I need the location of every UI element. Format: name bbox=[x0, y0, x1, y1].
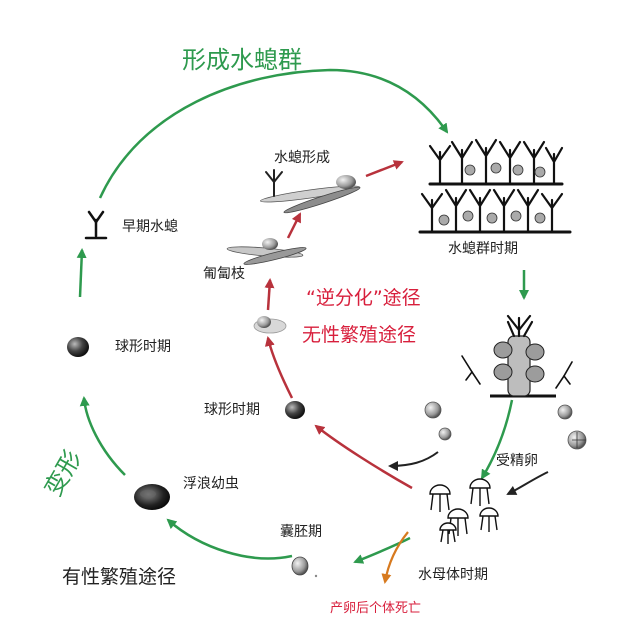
arrow-egg-left bbox=[388, 451, 439, 471]
sperm-left-figure bbox=[461, 355, 481, 385]
death-label: 产卵后个体死亡 bbox=[330, 601, 421, 616]
arrow-sphere-early bbox=[76, 248, 87, 298]
sphere-mid-figure bbox=[285, 401, 305, 419]
blastula-label: 囊胚期 bbox=[280, 523, 322, 540]
early-polyp-label: 早期水螅 bbox=[122, 219, 178, 235]
arrow-medusa-blastula bbox=[353, 536, 411, 564]
metamorph-label: 变形 bbox=[39, 445, 87, 501]
stolon-figure bbox=[226, 238, 307, 265]
arrow-stolon-polyp bbox=[286, 212, 302, 239]
medusa-period-label: 水母体时期 bbox=[418, 567, 488, 583]
arrow-fertilized bbox=[506, 471, 549, 495]
arrow-planula-sphere bbox=[79, 396, 126, 476]
sphere-left-figure bbox=[67, 337, 89, 357]
form-colony-label: 形成水螅群 bbox=[182, 46, 302, 74]
arrow-ball-stolon bbox=[264, 278, 275, 311]
arrow-form-colony bbox=[98, 68, 449, 199]
arrow-medusa-sphere bbox=[314, 424, 413, 490]
early-polyp-figure bbox=[84, 210, 108, 240]
colony-period-label: 水螅群时期 bbox=[448, 241, 518, 257]
blastula-figure bbox=[291, 556, 309, 576]
asexual-path-label: 无性繁殖途径 bbox=[302, 324, 416, 346]
sperm-right-figure bbox=[555, 361, 573, 389]
polyp-form-label: 水螅形成 bbox=[274, 150, 330, 166]
sphere-mid-label: 球形时期 bbox=[204, 402, 260, 418]
sexual-path-label: 有性繁殖途径 bbox=[62, 566, 176, 588]
stolon-label: 匍匐枝 bbox=[203, 266, 245, 282]
arrow-sphere-ball bbox=[264, 336, 294, 399]
sphere-left-label: 球形时期 bbox=[115, 339, 171, 355]
arrow-blastula-planula bbox=[166, 518, 293, 560]
eggs-left-figure bbox=[424, 401, 452, 441]
budding-colony-figure bbox=[490, 314, 556, 398]
arrow-to-medusa bbox=[480, 399, 514, 480]
colony-buds bbox=[438, 162, 546, 226]
arrow-polyp-colony bbox=[365, 160, 404, 178]
arrow-death bbox=[381, 531, 409, 584]
fertilized-eggs-figure bbox=[557, 404, 587, 450]
medusae-figure bbox=[429, 478, 499, 544]
polyp-formation-figure bbox=[260, 169, 361, 214]
colony-figure bbox=[418, 138, 572, 234]
stolon-ball-figure bbox=[253, 316, 287, 334]
reverse-path-label: “逆分化”途径 bbox=[306, 287, 421, 309]
planula-label: 浮浪幼虫 bbox=[183, 476, 239, 492]
fertilized-label: 受精卵 bbox=[496, 453, 538, 469]
